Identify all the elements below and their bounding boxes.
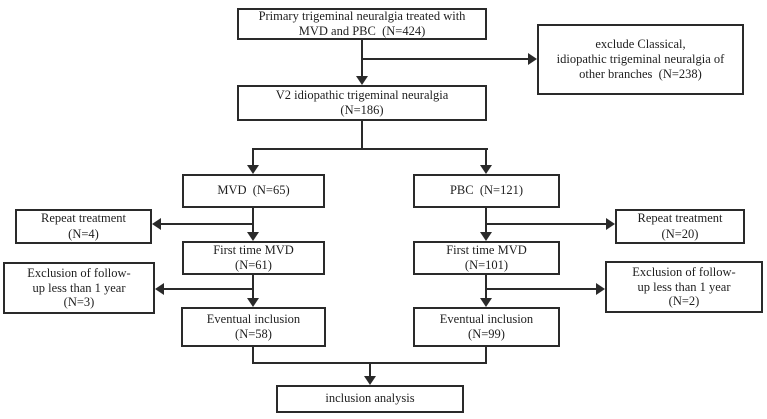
- edge-eventual-left-merge-line: [252, 347, 254, 364]
- node-eventual-inclusion-right-line1: Eventual inclusion: [439, 311, 534, 326]
- node-exclusion-followup-right-line3: (N=2): [668, 294, 700, 309]
- edge-merge-inclusion-line: [369, 362, 371, 377]
- node-exclusion-followup-right: Exclusion of follow- up less than 1 year…: [605, 261, 763, 313]
- node-first-time-mvd-left-line2: (N=61): [235, 258, 272, 272]
- edge-v2-mvd-arrow-icon: [247, 165, 259, 174]
- node-exclusion-followup-left-line3: (N=3): [63, 295, 95, 310]
- node-v2-line2: (N=186): [340, 103, 384, 117]
- edge-pbc-first-line: [485, 208, 487, 233]
- node-v2: V2 idiopathic trigeminal neuralgia (N=18…: [237, 85, 487, 121]
- edge-primary-exclude-line: [362, 58, 529, 60]
- edge-v2-mvd-line: [252, 148, 254, 166]
- edge-v2-split-crossbar-line: [252, 148, 488, 150]
- edge-pbc-repeat-arrow-icon: [606, 218, 615, 230]
- node-eventual-inclusion-left: Eventual inclusion (N=58): [181, 307, 326, 347]
- node-pbc: PBC (N=121): [413, 174, 560, 208]
- node-repeat-treatment-left: Repeat treatment (N=4): [15, 209, 152, 244]
- node-first-time-mvd-right-line1: First time MVD: [446, 242, 527, 257]
- node-inclusion-analysis: inclusion analysis: [276, 385, 464, 413]
- node-exclusion-followup-right-line1: Exclusion of follow-: [632, 264, 736, 279]
- edge-mvd-first-arrow-icon: [247, 232, 259, 241]
- edge-merge-inclusion-arrow-icon: [364, 376, 376, 385]
- node-exclusion-followup-right-line2: up less than 1 year: [637, 279, 731, 294]
- node-mvd: MVD (N=65): [182, 174, 325, 208]
- edge-mvd-repeat-arrow-icon: [152, 218, 161, 230]
- node-repeat-treatment-right: Repeat treatment (N=20): [615, 209, 745, 244]
- node-exclusion-followup-left: Exclusion of follow- up less than 1 year…: [3, 262, 155, 314]
- node-exclude-line1: exclude Classical,: [595, 36, 686, 51]
- node-mvd-line1: MVD (N=65): [217, 183, 290, 198]
- node-eventual-inclusion-right-line2: (N=99): [468, 327, 505, 341]
- edge-first-eventual-left-line: [252, 275, 254, 299]
- node-exclusion-followup-left-line2: up less than 1 year: [32, 280, 126, 295]
- edge-v2-pbc-line: [485, 148, 487, 166]
- node-repeat-treatment-left-line1: Repeat treatment: [40, 211, 127, 226]
- node-primary-line1: Primary trigeminal neuralgia treated wit…: [258, 8, 466, 23]
- node-eventual-inclusion-right: Eventual inclusion (N=99): [413, 307, 560, 347]
- edge-first-exclusion-left-arrow-icon: [155, 283, 164, 295]
- node-inclusion-analysis-line1: inclusion analysis: [325, 391, 415, 406]
- edge-primary-exclude-arrow-icon: [528, 53, 537, 65]
- edge-first-exclusion-right-arrow-icon: [596, 283, 605, 295]
- node-first-time-mvd-left-line1: First time MVD: [213, 242, 294, 257]
- node-repeat-treatment-left-line2: (N=4): [68, 226, 99, 241]
- node-eventual-inclusion-left-line1: Eventual inclusion: [206, 311, 301, 326]
- edge-mvd-first-line: [252, 208, 254, 233]
- edge-eventual-right-merge-line: [485, 347, 487, 364]
- node-first-time-mvd-left: First time MVD (N=61): [182, 241, 325, 275]
- node-v2-line1: V2 idiopathic trigeminal neuralgia: [275, 87, 449, 102]
- node-exclude-line3: other branches (N=238): [579, 67, 702, 82]
- node-repeat-treatment-right-line2: (N=20): [661, 226, 699, 241]
- edge-v2-pbc-arrow-icon: [480, 165, 492, 174]
- node-first-time-mvd-right: First time MVD (N=101): [413, 241, 560, 275]
- node-exclusion-followup-left-line1: Exclusion of follow-: [27, 265, 131, 280]
- edge-first-eventual-right-line: [485, 275, 487, 299]
- node-first-time-mvd-right-line2: (N=101): [464, 258, 509, 272]
- node-primary-line2: MVD and PBC (N=424): [298, 24, 426, 38]
- node-pbc-line1: PBC (N=121): [449, 183, 524, 198]
- node-exclude: exclude Classical, idiopathic trigeminal…: [537, 24, 744, 95]
- edge-first-eventual-right-arrow-icon: [480, 298, 492, 307]
- edge-primary-v2-arrow-icon: [356, 76, 368, 85]
- edge-mvd-repeat-line: [160, 223, 254, 225]
- node-primary: Primary trigeminal neuralgia treated wit…: [237, 8, 487, 40]
- edge-first-exclusion-left-line: [163, 288, 254, 290]
- node-eventual-inclusion-left-line2: (N=58): [235, 327, 272, 341]
- edge-first-exclusion-right-line: [486, 288, 596, 290]
- node-exclude-line2: idiopathic trigeminal neuralgia of: [556, 51, 725, 66]
- edge-pbc-repeat-line: [486, 223, 606, 225]
- edge-pbc-first-arrow-icon: [480, 232, 492, 241]
- node-repeat-treatment-right-line1: Repeat treatment: [637, 211, 723, 226]
- edge-first-eventual-left-arrow-icon: [247, 298, 259, 307]
- edge-v2-split-stem-line: [361, 121, 363, 150]
